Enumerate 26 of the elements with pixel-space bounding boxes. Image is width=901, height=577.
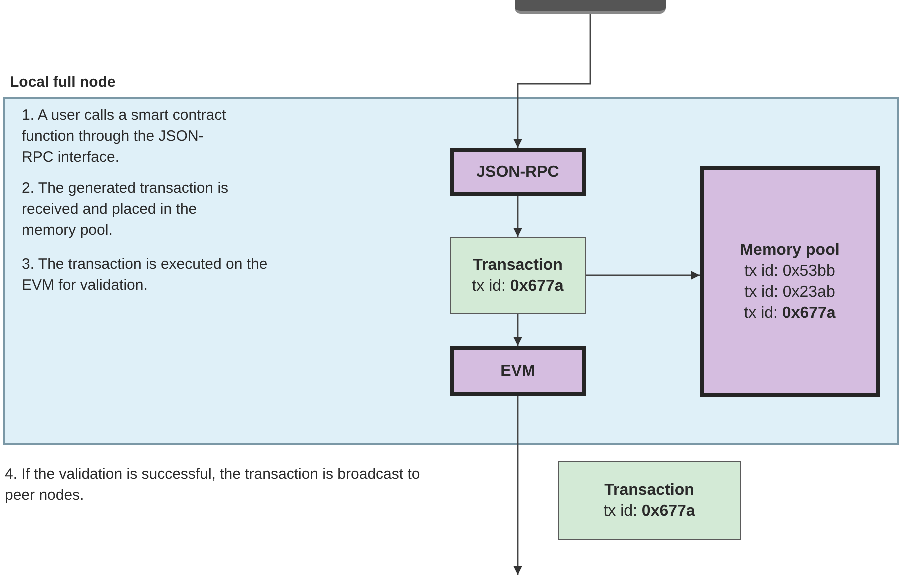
transaction-box: [450, 237, 586, 314]
step-note: 1. A user calls a smart contract function through the JSON-RPC interface.: [22, 106, 228, 168]
arrow: [586, 271, 700, 280]
box-title: EVM: [500, 362, 536, 382]
process-box: [450, 346, 586, 396]
tx-id-text: tx id: 0x53bb: [744, 262, 836, 282]
tx-id-text: tx id: 0x677a: [744, 304, 836, 324]
arrow: [514, 314, 522, 346]
process-box: [700, 166, 880, 397]
tx-id-text: tx id: 0x677a: [604, 502, 696, 522]
transaction-box: [558, 461, 741, 540]
tx-id-text: tx id: 0x677a: [472, 276, 564, 296]
arrow: [514, 396, 522, 575]
arrow: [514, 14, 592, 148]
box-title: Memory pool: [740, 240, 840, 260]
tx-id-text: tx id: 0x23ab: [744, 282, 836, 302]
arrow: [514, 196, 522, 237]
device-base: [515, 0, 666, 14]
step-note: 3. The transaction is executed on the EVM for validation.: [22, 255, 269, 296]
box-title: JSON-RPC: [476, 162, 560, 182]
step-note: 2. The generated transaction is received and placed in the memory pool.: [22, 179, 230, 241]
step-note: 4. If the validation is successful, the transaction is broadcast to peer nodes.: [5, 465, 422, 506]
panel-heading: Local full node: [10, 73, 116, 93]
box-title: Transaction: [473, 256, 563, 276]
box-title: Transaction: [604, 480, 694, 500]
process-box: [450, 148, 586, 196]
